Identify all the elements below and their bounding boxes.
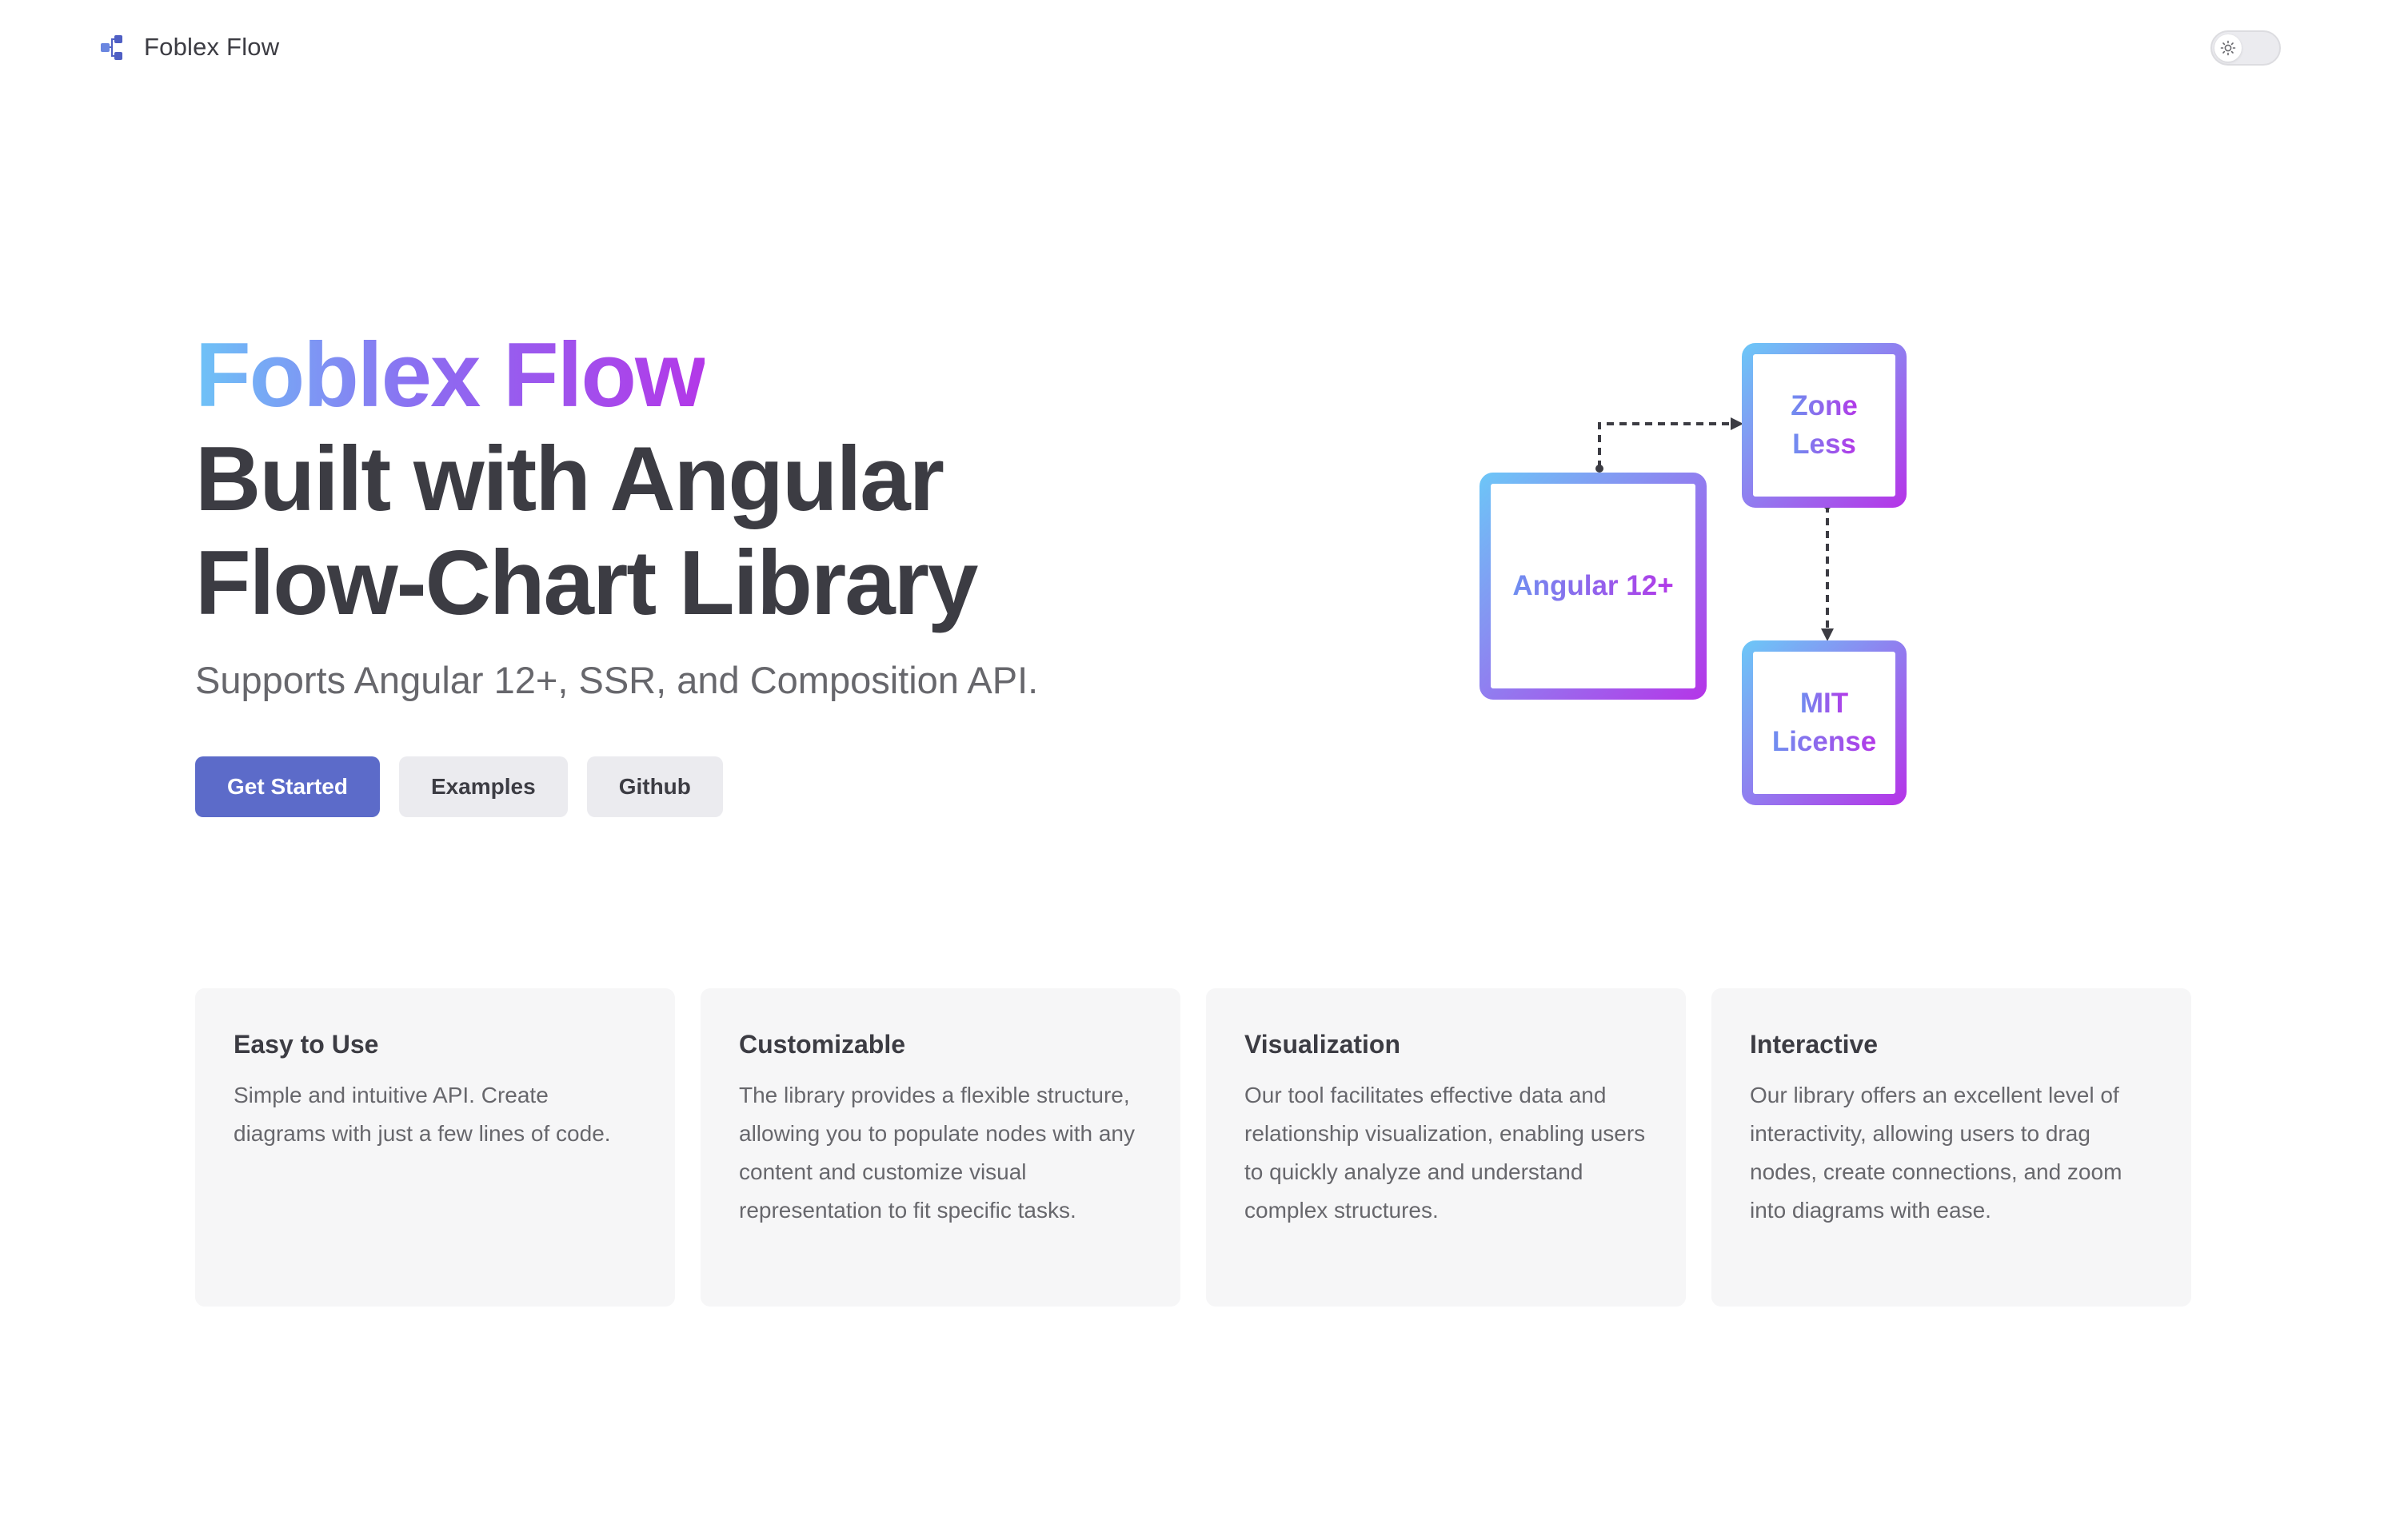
hero-name: Foblex Flow [195, 325, 706, 426]
feature-title: Customizable [739, 1030, 906, 1059]
feature-title: Easy to Use [234, 1030, 379, 1059]
top-nav: Foblex Flow [0, 0, 2388, 94]
sun-icon [2220, 40, 2236, 56]
node-zone-label-2: Less [1792, 429, 1856, 460]
hero-actions: Get Started Examples Github [195, 756, 723, 817]
feature-title: Interactive [1750, 1030, 1879, 1059]
node-mit-label-1: MIT [1800, 688, 1848, 719]
features: Easy to Use Simple and intuitive API. Cr… [195, 988, 2191, 1307]
node-zone-less[interactable]: Zone Less [1742, 343, 1907, 508]
arrow-head-icon [1821, 628, 1834, 641]
brand-link[interactable]: Foblex Flow [99, 29, 279, 66]
hero: Foblex Flow Built with Angular Flow-Char… [195, 324, 1315, 817]
feature-title: Visualization [1244, 1030, 1401, 1059]
hero-flow-diagram: Angular 12+ Zone Less MIT License [1472, 336, 1919, 816]
theme-toggle[interactable] [2210, 30, 2281, 66]
connection-angular-to-zone[interactable] [1598, 422, 1732, 468]
node-zone-label-1: Zone [1791, 390, 1858, 421]
flow-diagram-svg: Angular 12+ Zone Less MIT License [1480, 343, 1907, 805]
feature-card-interactive: Interactive Our library offers an excell… [1711, 988, 2191, 1307]
flow-logo-icon [99, 34, 125, 61]
node-mit-label-2: License [1772, 726, 1876, 757]
feature-details: Our tool facilitates effective data and … [1244, 1083, 1646, 1223]
get-started-button[interactable]: Get Started [195, 756, 380, 817]
feature-card-easy-to-use: Easy to Use Simple and intuitive API. Cr… [195, 988, 675, 1307]
feature-details: Simple and intuitive API. Create diagram… [234, 1083, 611, 1146]
node-angular[interactable]: Angular 12+ [1480, 473, 1707, 700]
hero-tagline: Supports Angular 12+, SSR, and Compositi… [195, 659, 1039, 701]
node-mit-license[interactable]: MIT License [1742, 640, 1907, 805]
feature-details: Our library offers an excellent level of… [1750, 1083, 2122, 1223]
hero-text-line-2: Flow-Chart Library [195, 533, 978, 634]
hero-heading: Foblex Flow Built with Angular Flow-Char… [195, 324, 1315, 636]
arrow-head-icon [1731, 417, 1743, 430]
node-angular-label: Angular 12+ [1512, 570, 1673, 601]
feature-card-visualization: Visualization Our tool facilitates effec… [1206, 988, 1686, 1307]
brand-name: Foblex Flow [144, 33, 280, 61]
examples-button[interactable]: Examples [398, 756, 568, 817]
feature-details: The library provides a flexible structur… [739, 1083, 1136, 1223]
hero-text-line-1: Built with Angular [195, 429, 944, 530]
toggle-knob [2214, 34, 2242, 62]
feature-card-customizable: Customizable The library provides a flex… [701, 988, 1180, 1307]
connection-source-dot [1595, 465, 1603, 473]
github-button[interactable]: Github [586, 756, 723, 817]
